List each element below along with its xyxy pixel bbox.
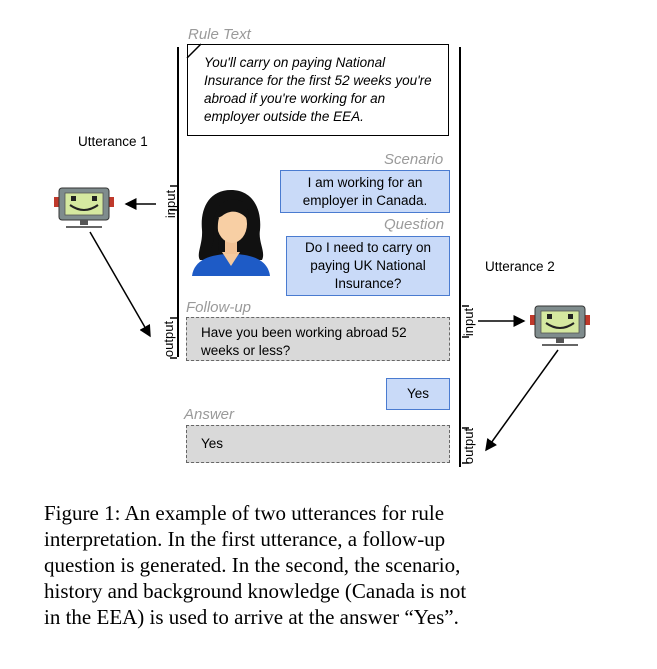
robot-icon — [54, 187, 114, 228]
flow-arrows — [89, 198, 559, 452]
caption-line: Figure 1: An example of two utterances f… — [44, 501, 445, 525]
figure-caption: Figure 1: An example of two utterances f… — [44, 500, 634, 630]
answer-box: Yes — [186, 425, 450, 463]
follow-up-label: Follow-up — [186, 299, 252, 316]
rule-text-label: Rule Text — [188, 26, 251, 43]
caption-line: in the EEA) is used to arrive at the ans… — [44, 605, 459, 629]
utterance-2-timeline — [459, 47, 461, 467]
scenario-label: Scenario — [384, 151, 444, 168]
utterance-1-label: Utterance 1 — [78, 134, 148, 149]
scenario-box: I am working for an employer in Canada. — [280, 170, 450, 213]
rule-text-content: You'll carry on paying National Insuranc… — [204, 55, 432, 124]
question-label: Question — [384, 216, 445, 233]
caption-line: history and background knowledge (Canada… — [44, 579, 467, 603]
question-text: Do I need to carry on paying UK National… — [304, 240, 432, 291]
caption-line: question is generated. In the second, th… — [44, 553, 461, 577]
question-box: Do I need to carry on paying UK National… — [286, 236, 450, 296]
rule-text-box: You'll carry on paying National Insuranc… — [187, 44, 449, 136]
robot-icon — [530, 305, 590, 346]
follow-up-text: Have you been working abroad 52 weeks or… — [201, 325, 407, 358]
answer-text: Yes — [201, 436, 224, 451]
person-icon — [192, 190, 270, 276]
utterance-1-timeline — [177, 47, 179, 357]
utterance-2-label: Utterance 2 — [485, 259, 555, 274]
rule-box-corner-fold — [186, 43, 202, 59]
timeline-ticks — [170, 185, 469, 464]
caption-line: interpretation. In the first utterance, … — [44, 527, 446, 551]
follow-up-box: Have you been working abroad 52 weeks or… — [186, 317, 450, 361]
answer-label: Answer — [184, 406, 235, 423]
scenario-text: I am working for an employer in Canada. — [302, 174, 428, 208]
yes-reply-text: Yes — [406, 386, 430, 401]
yes-reply-box: Yes — [386, 378, 450, 410]
